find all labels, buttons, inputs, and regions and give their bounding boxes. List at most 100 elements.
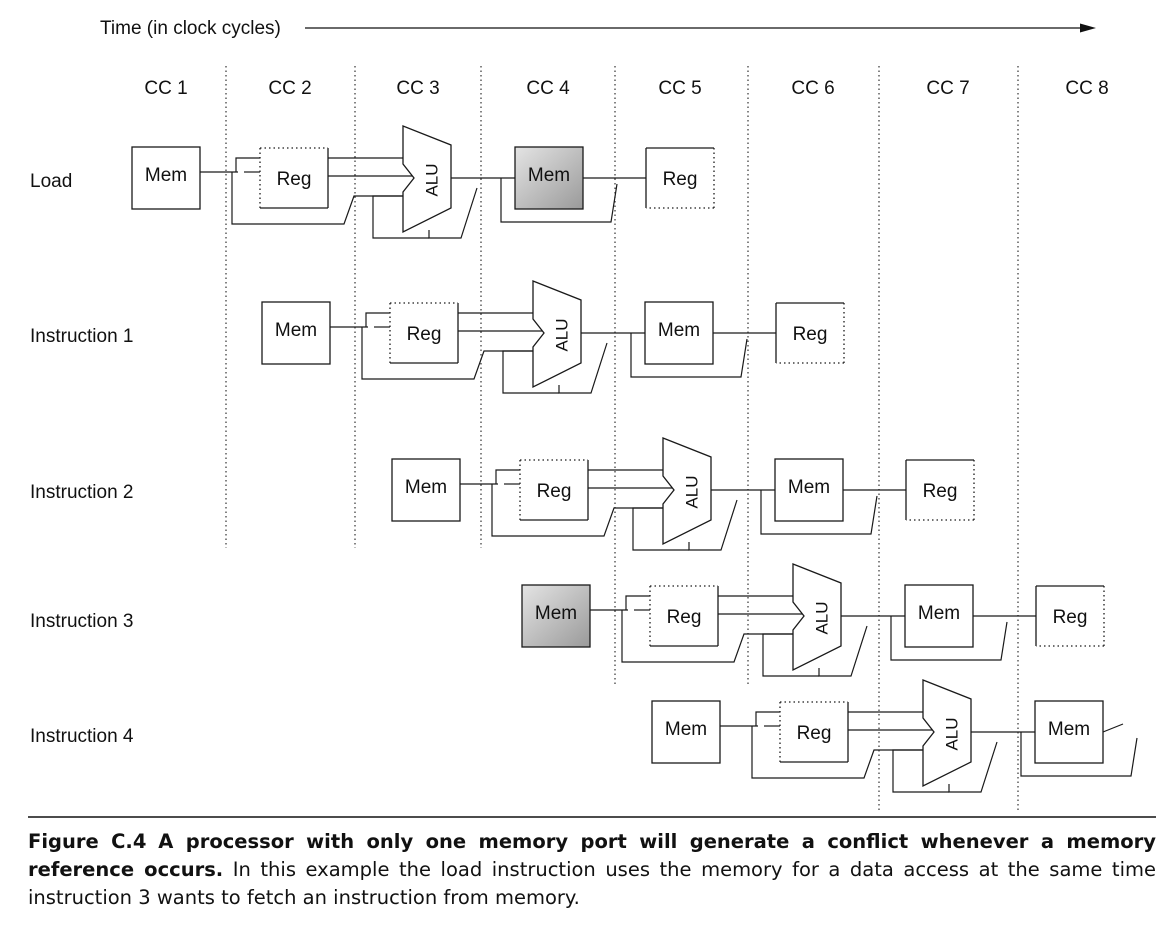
datapath-wire (1020, 732, 1138, 777)
datapath-wire (365, 312, 390, 327)
datapath-wire (948, 741, 998, 793)
register-file (260, 148, 328, 208)
register-file-label: Reg (667, 607, 702, 628)
register-file (650, 586, 718, 646)
register-file (520, 460, 588, 520)
figure-caption: Figure C.4 A processor with only one mem… (28, 828, 1156, 912)
instruction-label: Load (30, 171, 72, 192)
data-memory (1034, 700, 1104, 764)
data-memory-label: Mem (658, 320, 700, 341)
datapath-wire (890, 616, 1008, 661)
instruction-memory (521, 584, 591, 648)
register-file (646, 148, 714, 208)
data-memory-label: Mem (528, 165, 570, 186)
datapath-wire (231, 172, 403, 225)
figure-text: In this example the load instruction use… (28, 858, 1156, 909)
instruction-memory-label: Mem (535, 603, 577, 624)
alu-label: ALU (422, 163, 441, 196)
cycle-header: CC 4 (526, 78, 570, 99)
datapath-wire (621, 610, 793, 663)
datapath-wire (625, 595, 650, 610)
alu-unit (402, 125, 452, 234)
cycle-dividers (225, 66, 1019, 810)
instruction-label: Instruction 2 (30, 482, 134, 503)
time-axis-arrowhead (1080, 23, 1096, 33)
cycle-headers: CC 1 CC 2 CC 3 CC 4 CC 5 CC 6 CC 7 CC 8 (144, 78, 1108, 99)
datapath-wire (760, 490, 878, 535)
data-memory-label: Mem (918, 603, 960, 624)
register-file (780, 702, 848, 762)
instruction-memory (391, 458, 461, 522)
datapath-wire (688, 499, 738, 551)
instruction-label: Instruction 3 (30, 611, 134, 632)
datapath-wire (361, 327, 533, 380)
cycle-header: CC 5 (658, 78, 701, 99)
datapath-wire (502, 350, 559, 394)
register-file-label: Reg (537, 481, 572, 502)
register-file-label: Reg (407, 324, 442, 345)
register-file (1036, 586, 1104, 646)
cycle-header: CC 3 (396, 78, 439, 99)
register-file-label: Reg (1053, 607, 1088, 628)
pipeline-row: Mem Reg ALU Mem Reg (521, 563, 1105, 677)
figure-number: Figure C.4 (28, 830, 147, 853)
datapath-wire (630, 333, 748, 378)
data-memory (904, 584, 974, 648)
register-file-label: Reg (797, 723, 832, 744)
datapath-wire (632, 507, 689, 551)
datapath-wire (491, 484, 663, 537)
datapath-wire (500, 178, 618, 223)
pipeline-row: Mem Reg ALU Mem Reg (391, 437, 975, 551)
time-axis-label: Time (in clock cycles) (100, 18, 281, 39)
datapath-wire (762, 633, 819, 677)
instruction-memory-label: Mem (665, 719, 707, 740)
alu-unit (532, 280, 582, 389)
register-file (906, 460, 974, 520)
datapath-wire (818, 625, 868, 677)
data-memory-label: Mem (788, 477, 830, 498)
datapath-wire (495, 469, 520, 484)
alu-label: ALU (552, 318, 571, 351)
register-file-label: Reg (793, 324, 828, 345)
alu-label: ALU (682, 475, 701, 508)
instruction-label: Instruction 1 (30, 326, 134, 347)
datapath-wire (1102, 723, 1124, 733)
datapath-wire (372, 195, 429, 239)
pipeline-row: Mem Reg ALU Mem (651, 679, 1138, 793)
data-memory (514, 146, 584, 210)
datapath-wire (755, 711, 780, 726)
instruction-memory (261, 301, 331, 365)
datapath-wire (751, 726, 923, 779)
data-memory (774, 458, 844, 522)
alu-unit (792, 563, 842, 672)
register-file-label: Reg (923, 481, 958, 502)
datapath-wire (428, 187, 478, 239)
register-file-label: Reg (663, 169, 698, 190)
register-file (776, 303, 844, 363)
data-memory (644, 301, 714, 365)
cycle-header: CC 6 (791, 78, 834, 99)
alu-unit (922, 679, 972, 788)
instruction-label: Instruction 4 (30, 726, 134, 747)
instruction-memory (131, 146, 201, 210)
instruction-memory-label: Mem (405, 477, 447, 498)
figure-title: A processor with only one memory port wi… (28, 830, 1157, 881)
cycle-header: CC 7 (926, 78, 969, 99)
datapath-wire (558, 342, 608, 394)
instruction-memory-label: Mem (145, 165, 187, 186)
datapath-wire (892, 749, 949, 793)
datapath-wire (235, 157, 260, 172)
cycle-header: CC 8 (1065, 78, 1108, 99)
alu-label: ALU (942, 717, 961, 750)
alu-label: ALU (812, 601, 831, 634)
cycle-header: CC 2 (268, 78, 311, 99)
instruction-memory (651, 700, 721, 764)
register-file (390, 303, 458, 363)
data-memory-label: Mem (1048, 719, 1090, 740)
alu-unit (662, 437, 712, 546)
cycle-header: CC 1 (144, 78, 187, 99)
